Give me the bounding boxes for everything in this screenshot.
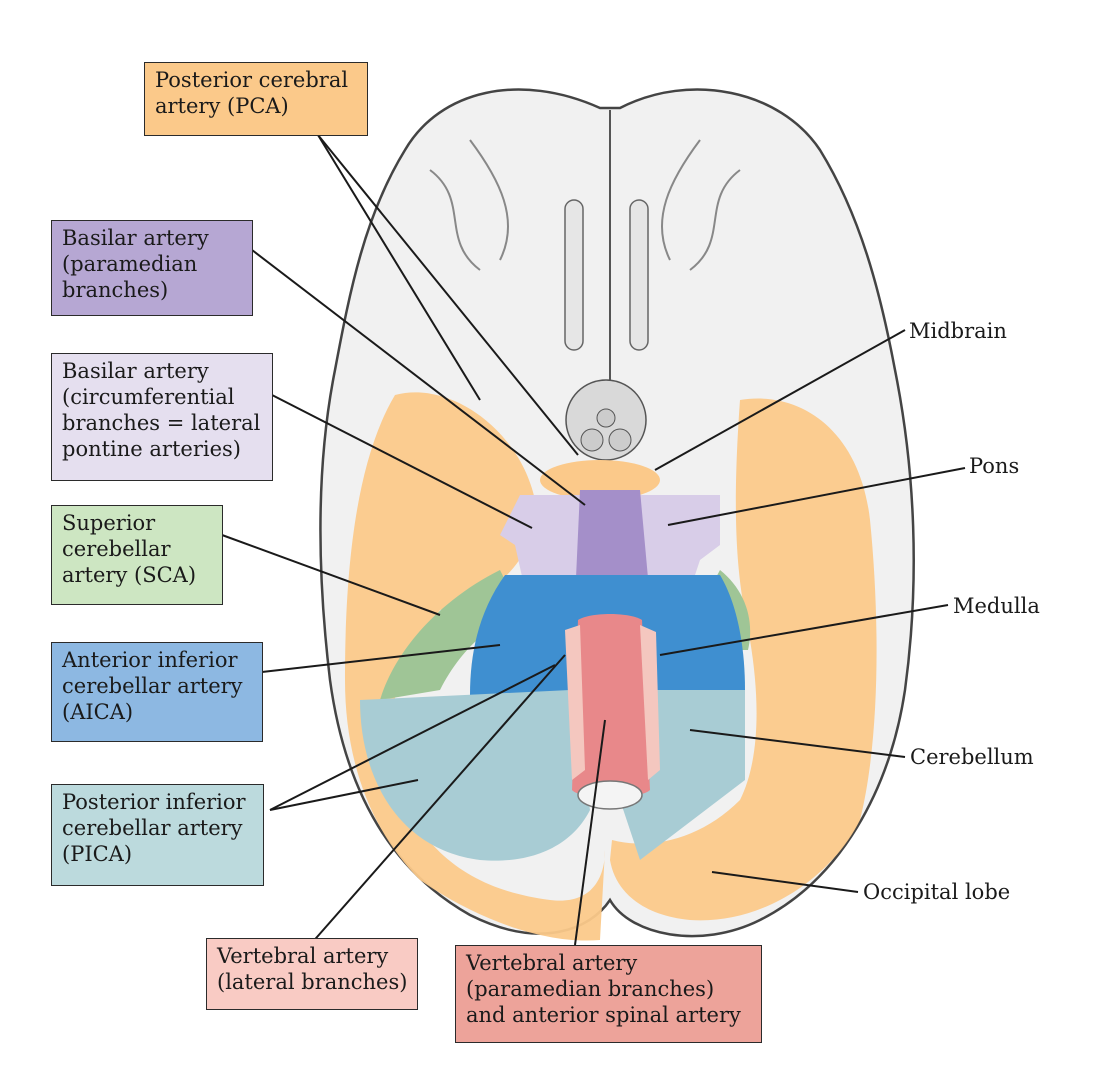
label-basilar-paramedian-line-1: Basilar artery xyxy=(62,226,209,250)
label-sca-line-3: artery (SCA) xyxy=(62,563,197,587)
leader-lines xyxy=(221,134,966,946)
label-sca-line-1: Superior xyxy=(62,511,156,535)
vertebral-paramedian-territory xyxy=(572,614,650,798)
label-aica-line-3: (AICA) xyxy=(62,700,134,724)
pca-territory-right xyxy=(610,398,877,921)
label-vertebral-paramedian-line-2: (paramedian branches) xyxy=(466,977,715,1001)
label-basilar-circumferential: Basilar artery (circumferential branches… xyxy=(51,353,273,481)
label-aica-line-1: Anterior inferior xyxy=(62,648,238,672)
basilar-paramedian-territory xyxy=(575,490,650,600)
label-sca: Superior cerebellar artery (SCA) xyxy=(51,505,223,605)
label-midbrain: Midbrain xyxy=(909,319,1007,343)
label-pica-line-3: (PICA) xyxy=(62,842,133,866)
label-pica: Posterior inferior cerebellar artery (PI… xyxy=(51,784,264,886)
label-pons: Pons xyxy=(969,454,1020,478)
label-cerebellum: Cerebellum xyxy=(910,745,1034,769)
sca-territory-left xyxy=(380,570,520,700)
label-pca-line-1: Posterior cerebral xyxy=(155,68,349,92)
label-basilar-circumferential-line-2: (circumferential xyxy=(62,385,235,409)
label-aica: Anterior inferior cerebellar artery (AIC… xyxy=(51,642,263,742)
label-aica-line-2: cerebellar artery xyxy=(62,674,243,698)
label-pca: Posterior cerebral artery (PCA) xyxy=(144,62,368,136)
label-vertebral-paramedian-line-3: and anterior spinal artery xyxy=(466,1003,741,1027)
pca-territory-left xyxy=(345,392,605,941)
label-basilar-paramedian: Basilar artery (paramedian branches) xyxy=(51,220,253,316)
label-occipital-lobe: Occipital lobe xyxy=(863,880,1011,904)
label-vertebral-paramedian: Vertebral artery (paramedian branches) a… xyxy=(455,945,762,1043)
label-medulla: Medulla xyxy=(953,594,1040,618)
label-pica-line-2: cerebellar artery xyxy=(62,816,243,840)
label-vertebral-lateral-line-1: Vertebral artery xyxy=(217,944,389,968)
label-sca-line-2: cerebellar xyxy=(62,537,171,561)
label-basilar-circumferential-line-4: pontine arteries) xyxy=(62,437,241,461)
label-vertebral-paramedian-line-1: Vertebral artery xyxy=(466,951,638,975)
label-basilar-paramedian-line-2: (paramedian xyxy=(62,252,198,276)
label-pica-line-1: Posterior inferior xyxy=(62,790,246,814)
label-vertebral-lateral: Vertebral artery (lateral branches) xyxy=(206,938,418,1010)
label-vertebral-lateral-line-2: (lateral branches) xyxy=(217,970,408,994)
label-basilar-circumferential-line-3: branches = lateral xyxy=(62,411,261,435)
label-pca-line-2: artery (PCA) xyxy=(155,94,289,118)
label-basilar-circumferential-line-1: Basilar artery xyxy=(62,359,209,383)
pica-territory-left xyxy=(360,690,590,861)
label-basilar-paramedian-line-3: branches) xyxy=(62,278,169,302)
